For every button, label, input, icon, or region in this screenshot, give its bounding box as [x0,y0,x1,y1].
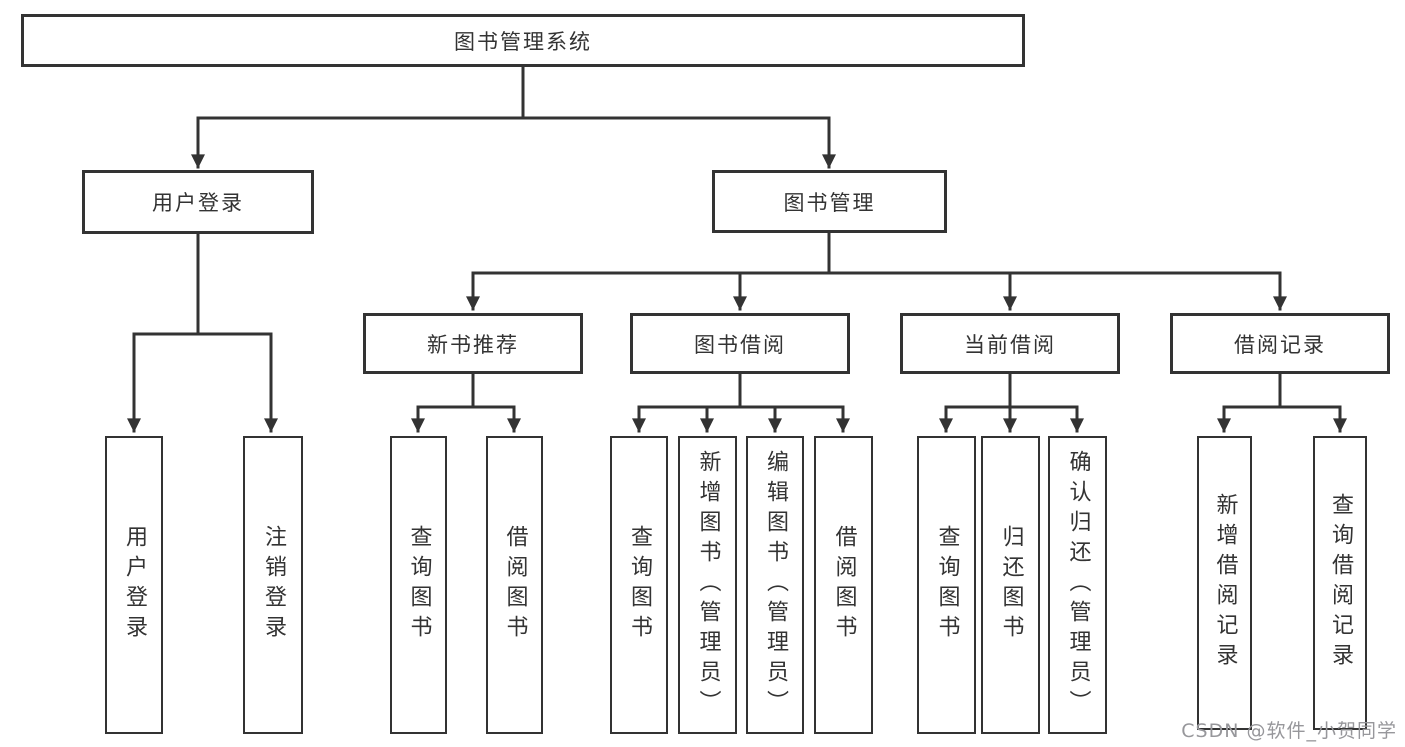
leaf-borrow-book-recommend: 借阅图书 [486,436,543,734]
leaf-query-borrow-record: 查询借阅记录 [1313,436,1367,730]
leaf-query-book-borrow: 查询图书 [610,436,668,734]
node-book-borrow: 图书借阅 [630,313,850,374]
node-label: 借阅记录 [1234,332,1326,357]
leaf-confirm-return-admin: 确认归还（管理员） [1048,436,1107,734]
node-current-borrow: 当前借阅 [900,313,1120,374]
leaf-add-book-admin: 新增图书（管理员） [678,436,737,734]
node-label: 注销登录 [261,525,286,645]
node-label: 图书借阅 [694,332,786,357]
leaf-add-borrow-record: 新增借阅记录 [1197,436,1252,730]
node-borrow-record: 借阅记录 [1170,313,1390,374]
node-label: 查询图书 [406,525,432,645]
leaf-user-login: 用户登录 [105,436,163,734]
node-book-management: 图书管理 [712,170,947,233]
node-label: 新书推荐 [427,332,519,357]
node-label: 用户登录 [122,525,147,645]
leaf-logout: 注销登录 [243,436,303,734]
node-label: 查询图书 [934,525,960,645]
node-label: 新增图书（管理员） [695,450,721,720]
node-label: 查询图书 [627,525,652,645]
node-label: 借阅图书 [502,525,528,645]
node-label: 用户登录 [152,191,244,215]
node-library-system: 图书管理系统 [21,14,1025,67]
leaf-query-book-recommend: 查询图书 [390,436,447,734]
leaf-return-book: 归还图书 [981,436,1040,734]
csdn-watermark: CSDN @软件_小贺同学 [1181,720,1397,742]
node-label: 当前借阅 [964,332,1056,357]
node-label: 归还图书 [998,525,1024,645]
leaf-borrow-book: 借阅图书 [814,436,873,734]
node-label: 新增借阅记录 [1212,493,1238,673]
leaf-query-book-current: 查询图书 [917,436,976,734]
node-label: 查询借阅记录 [1328,493,1353,673]
node-label: 确认归还（管理员） [1065,450,1091,720]
node-label: 图书管理系统 [454,29,592,54]
node-label: 借阅图书 [831,525,857,645]
node-label: 图书管理 [783,190,876,215]
node-user-login: 用户登录 [82,170,314,234]
node-new-book-recommend: 新书推荐 [363,313,583,374]
node-label: 编辑图书（管理员） [763,450,788,720]
leaf-edit-book-admin: 编辑图书（管理员） [746,436,804,734]
